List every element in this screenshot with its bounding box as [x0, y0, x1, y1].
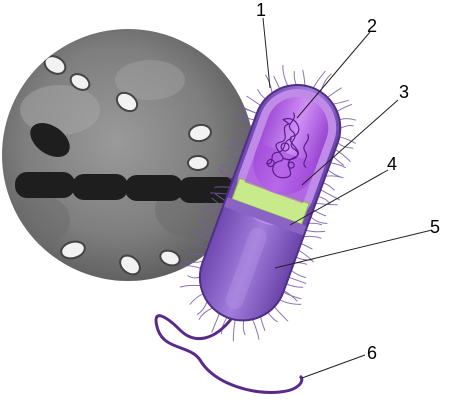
label-1: 1 — [256, 0, 266, 20]
pilus — [290, 270, 307, 279]
pilus — [288, 276, 307, 284]
micrograph — [2, 29, 254, 281]
pilus — [295, 256, 313, 261]
pilus — [267, 312, 278, 323]
label-5: 5 — [430, 217, 440, 237]
pilus — [191, 240, 208, 249]
pilus — [327, 87, 342, 98]
label-4: 4 — [387, 154, 397, 174]
pilus — [237, 112, 255, 121]
pilus — [180, 265, 201, 269]
pilus — [187, 275, 201, 279]
pilus — [179, 284, 201, 288]
pilus — [197, 233, 211, 242]
pilus — [283, 290, 298, 302]
pilus — [325, 175, 341, 178]
pilus — [312, 70, 326, 89]
pilus — [298, 249, 314, 263]
pilus — [339, 118, 357, 121]
spores — [43, 55, 212, 276]
pilus — [198, 307, 213, 320]
pilus — [260, 316, 266, 331]
pilus — [235, 115, 253, 128]
pilus — [194, 229, 213, 235]
pilus — [274, 306, 289, 322]
pilus — [189, 293, 204, 305]
pilus — [336, 104, 353, 112]
pilus — [210, 192, 228, 195]
label-6: 6 — [367, 343, 377, 363]
pilus — [305, 229, 326, 233]
pilus — [232, 319, 236, 342]
bacterium-cell — [198, 83, 342, 322]
pilus — [211, 197, 223, 208]
pilus — [302, 69, 306, 86]
label-3: 3 — [399, 82, 409, 102]
pilus — [340, 125, 354, 129]
pilus — [239, 104, 258, 114]
pilus — [273, 75, 281, 90]
pilus — [196, 301, 208, 316]
pilus — [332, 99, 350, 105]
pilus — [205, 202, 221, 215]
pilus — [327, 169, 344, 179]
pilus — [184, 260, 204, 263]
pilus — [242, 320, 246, 336]
pilus — [232, 139, 248, 141]
pilus — [308, 222, 323, 226]
pilus — [211, 313, 220, 333]
pilus — [310, 216, 328, 224]
pilus — [332, 155, 345, 166]
pilus — [317, 196, 332, 205]
pilus — [200, 208, 219, 222]
pilus — [283, 291, 302, 300]
pilus — [334, 148, 351, 163]
pilus — [220, 317, 228, 335]
flagellum — [154, 314, 304, 395]
pilus — [251, 319, 260, 340]
pilus — [217, 167, 233, 181]
pilus — [225, 145, 243, 155]
pilus — [199, 220, 216, 229]
pilus — [337, 142, 354, 149]
bacteria-chain — [15, 122, 238, 203]
pilus — [320, 189, 341, 201]
pilus — [312, 209, 327, 217]
pilus — [339, 136, 356, 144]
pilus — [220, 165, 238, 168]
leader-lines — [262, 17, 433, 379]
pilus — [230, 139, 245, 148]
pilus — [282, 64, 289, 87]
pilus — [320, 73, 332, 93]
pilus — [300, 243, 313, 250]
pilus — [257, 88, 267, 100]
nucleoid — [266, 112, 309, 179]
pilus — [330, 162, 347, 169]
pilus — [279, 299, 302, 305]
pilus — [246, 95, 261, 106]
label-2: 2 — [367, 16, 377, 36]
pilus — [293, 71, 297, 86]
pilus — [303, 235, 322, 239]
pilus — [322, 182, 335, 191]
pilus — [286, 283, 304, 288]
